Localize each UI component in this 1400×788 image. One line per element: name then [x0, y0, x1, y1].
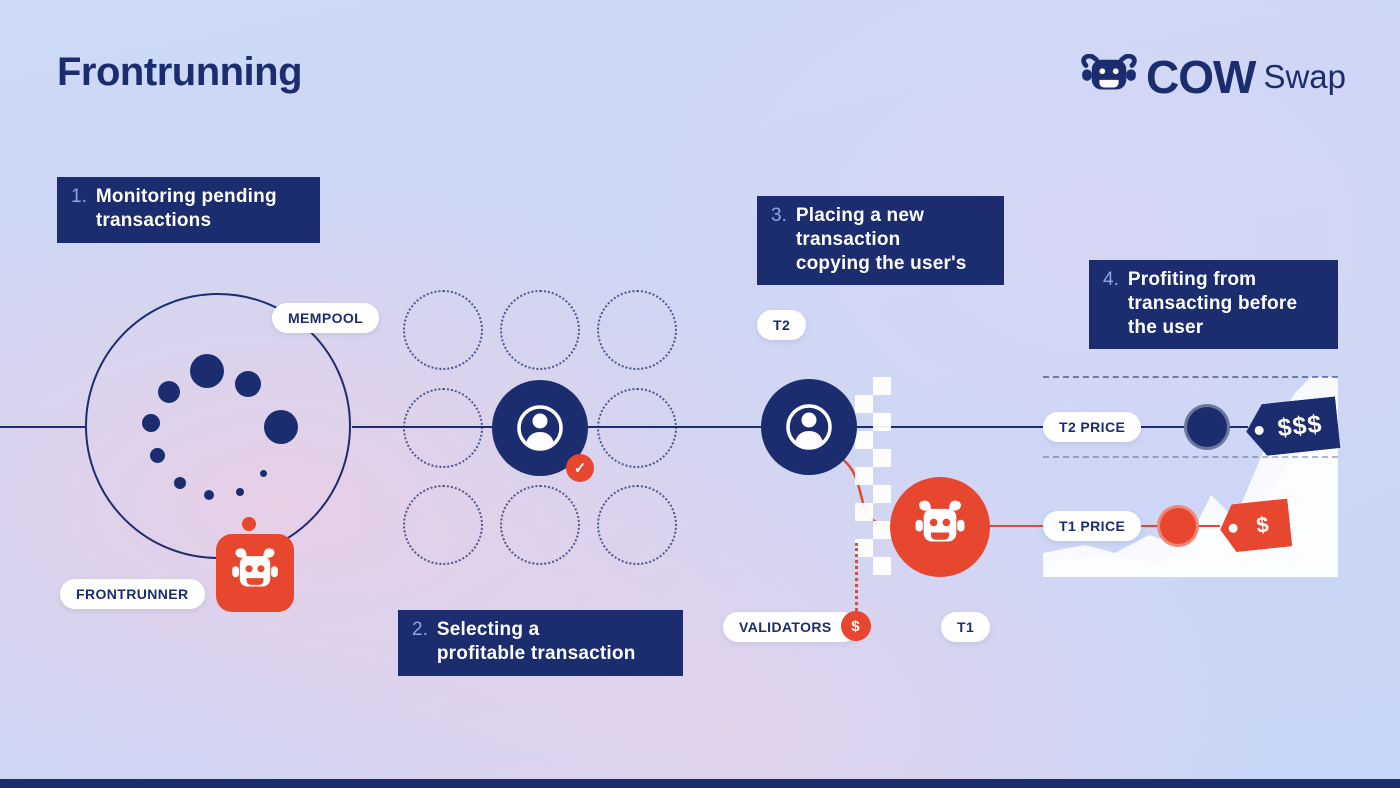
flow-line-dark — [857, 426, 1043, 428]
flow-line-dark — [1230, 426, 1248, 428]
bottom-bar — [0, 779, 1400, 788]
step-text: Placing a new transaction copying the us… — [795, 205, 967, 274]
flow-line-dark — [1138, 426, 1184, 428]
step-3-box: 3. Placing a new transaction copying the… — [757, 196, 1004, 286]
user-avatar-icon — [517, 405, 563, 451]
t1-label: T1 — [941, 612, 991, 642]
check-icon: ✓ — [566, 454, 594, 482]
t2-price-label: T2 PRICE — [1043, 412, 1142, 442]
mempool-dot — [235, 371, 261, 397]
frontrunner-robot — [216, 534, 294, 612]
user-avatar-icon — [786, 404, 832, 450]
mempool-dot — [142, 414, 160, 432]
frontrunner-antenna-dot — [242, 517, 256, 531]
step-number: 3. — [771, 205, 787, 226]
t1-price-amount: $ — [1255, 511, 1271, 538]
t2-price-marker — [1184, 404, 1230, 450]
mempool-dot — [260, 470, 267, 477]
pending-transaction-slot — [403, 290, 483, 370]
cow-logo-icon — [1081, 54, 1137, 90]
validators-label-text: VALIDATORS — [739, 619, 832, 635]
pending-transaction-slot — [403, 388, 483, 468]
step-text: Selecting a profitable transaction — [436, 619, 636, 664]
tag-hole — [1228, 523, 1238, 533]
mempool-dot — [190, 354, 224, 388]
frontrunner-label: FRONTRUNNER — [60, 579, 205, 609]
validator-node — [890, 477, 990, 577]
mempool-label: MEMPOOL — [272, 303, 380, 333]
step-text: Monitoring pending transactions — [95, 186, 277, 231]
step-text: Profiting from transacting before the us… — [1127, 269, 1298, 338]
pending-transaction-slot — [597, 290, 677, 370]
step-4-box: 4. Profiting from transacting before the… — [1089, 260, 1338, 350]
pending-transaction-slot — [500, 290, 580, 370]
flow-line-red — [990, 525, 1043, 527]
flow-line-red — [1136, 525, 1157, 527]
pending-transaction-slot — [403, 485, 483, 565]
cowswap-logo: COW Swap — [1080, 50, 1346, 104]
brand-name-light: Swap — [1263, 58, 1346, 95]
step-number: 2. — [412, 619, 428, 640]
dollar-badge: $ — [840, 611, 871, 641]
t1-price-label: T1 PRICE — [1043, 511, 1142, 541]
mempool-dot — [174, 477, 186, 489]
mempool-dot — [204, 490, 214, 500]
brand-name-bold: COW — [1146, 51, 1256, 103]
step-number: 4. — [1103, 269, 1119, 290]
validator-robot-icon — [915, 500, 965, 542]
step-1-box: 1. Monitoring pending transactions — [57, 177, 320, 243]
flow-line-dark — [0, 426, 86, 428]
mempool-dot — [158, 381, 180, 403]
mempool-dot — [236, 488, 244, 496]
page-title: Frontrunning — [57, 50, 303, 94]
pending-transaction-slot — [500, 485, 580, 565]
mempool-dot — [264, 410, 298, 444]
mempool-dot — [150, 448, 165, 463]
t2-price-amount: $$$ — [1276, 409, 1324, 442]
block-inclusion-checker-pattern — [855, 377, 891, 575]
step-2-box: 2. Selecting a profitable transaction — [398, 610, 683, 676]
chart-dashed-line-mid — [1043, 456, 1338, 458]
frontrunner-robot-icon — [232, 548, 278, 587]
step-number: 1. — [71, 186, 87, 207]
flow-line-red — [1199, 525, 1220, 527]
chart-dashed-line-top — [1043, 376, 1338, 378]
t2-transaction-node — [761, 379, 857, 475]
t2-label: T2 — [757, 310, 807, 340]
pending-transaction-slot — [597, 388, 677, 468]
pending-transaction-slot — [597, 485, 677, 565]
validator-dotted-connector — [855, 543, 858, 611]
validators-label: VALIDATORS $ — [723, 611, 871, 642]
t1-price-marker — [1157, 505, 1199, 547]
